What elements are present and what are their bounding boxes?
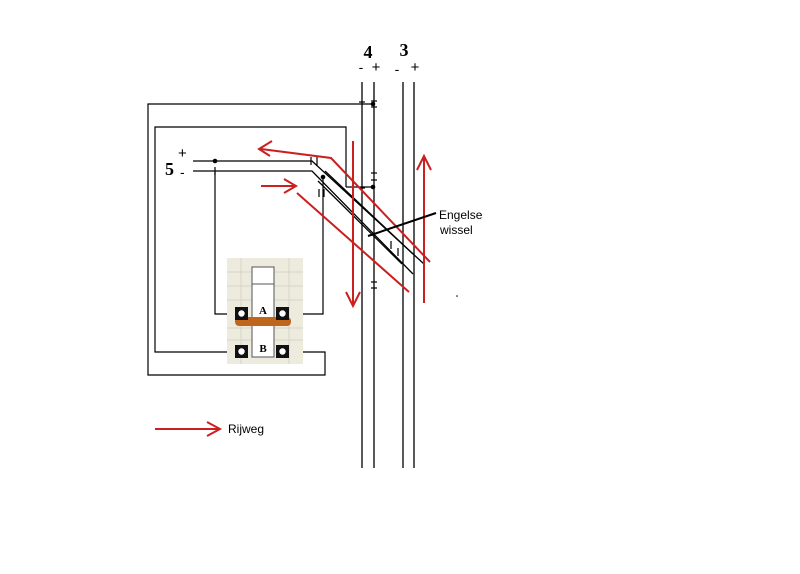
route-arrow-track3-up bbox=[416, 153, 432, 303]
relay-terminal-a-left bbox=[235, 307, 248, 320]
legend-label: Rijweg bbox=[228, 422, 264, 436]
switch-pointer-line bbox=[367, 212, 437, 237]
track-5-plus: + bbox=[178, 145, 187, 162]
switch-label-line2: wissel bbox=[439, 223, 473, 237]
junction-dots bbox=[212, 101, 376, 190]
track-3-number: 3 bbox=[400, 40, 409, 60]
track-5-rail-inner-b bbox=[317, 180, 403, 265]
relay-terminal-a-right bbox=[276, 307, 289, 320]
route-arrows bbox=[257, 140, 432, 309]
track-5-gaps bbox=[214, 157, 399, 256]
rail-gaps bbox=[359, 100, 377, 289]
track-4-number: 4 bbox=[364, 42, 373, 62]
wire-outer-loop bbox=[147, 103, 356, 376]
relay-label-a: A bbox=[259, 305, 267, 317]
track-3-rails bbox=[402, 82, 415, 468]
switch-label-line1: Engelse bbox=[439, 208, 483, 222]
route-arrow-track4-down bbox=[345, 141, 361, 309]
track-4-rails bbox=[361, 82, 375, 468]
track-4-plus: + bbox=[372, 59, 381, 76]
relay-module: A B bbox=[227, 258, 303, 364]
track-5-number: 5 bbox=[165, 159, 174, 179]
track-5-rail-inner-a bbox=[324, 170, 414, 255]
legend: Rijweg bbox=[155, 421, 264, 437]
relay-label-b: B bbox=[259, 343, 267, 355]
track-3-minus: - bbox=[395, 61, 400, 77]
wire-inner-loop bbox=[154, 126, 347, 353]
route-arrow-track5-inbound bbox=[261, 178, 298, 194]
relay-coil-frame bbox=[251, 266, 275, 358]
track-4-minus: - bbox=[359, 59, 364, 75]
track-5-rail-minus bbox=[193, 170, 414, 275]
relay-terminal-b-right bbox=[276, 345, 289, 358]
stray-dot bbox=[456, 295, 458, 297]
route-arrow-track5-outbound bbox=[257, 140, 431, 263]
legend-arrow bbox=[155, 421, 223, 437]
track-5-rails bbox=[193, 160, 425, 275]
relay-terminal-b-left bbox=[235, 345, 248, 358]
track-5-minus: - bbox=[180, 164, 185, 180]
track-3-plus: + bbox=[411, 59, 420, 76]
track-5-rail-plus bbox=[193, 160, 425, 265]
